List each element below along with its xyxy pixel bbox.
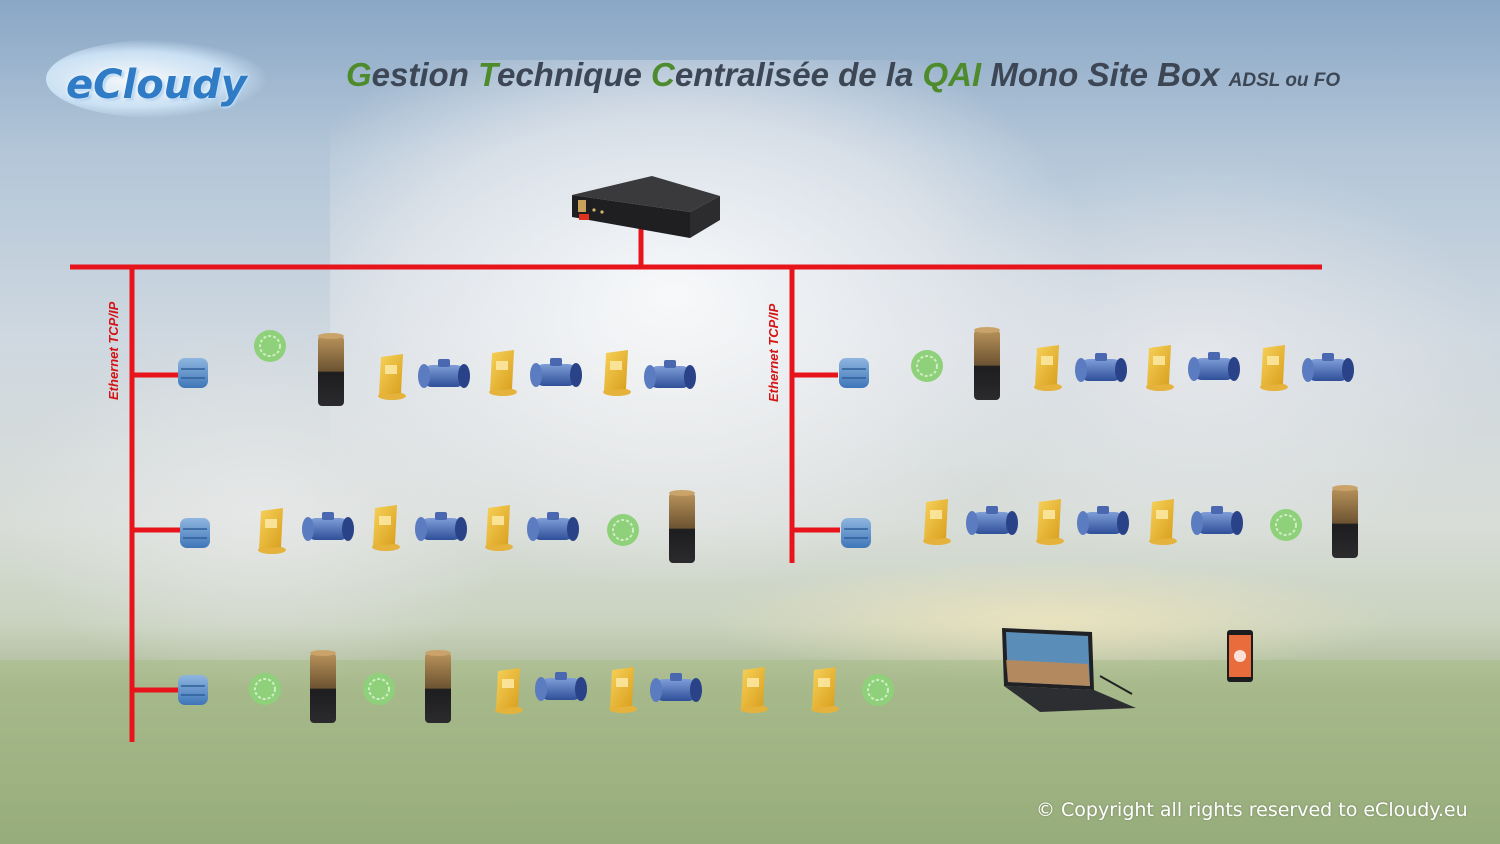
air-sensor-icon [911, 350, 943, 382]
speaker-icon [310, 650, 336, 723]
smartphone-icon [1227, 630, 1253, 682]
air-sensor-icon [862, 674, 894, 706]
duct-sensor-icon [302, 512, 354, 541]
display-icon [1146, 345, 1174, 391]
duct-sensor-icon [415, 512, 467, 541]
display-icon [495, 668, 523, 714]
air-sensor-icon [1270, 509, 1302, 541]
title-suffix: ADSL ou FO [1228, 70, 1341, 91]
air-sensor-icon [363, 673, 395, 705]
display-icon [811, 667, 839, 713]
device-layer [178, 327, 1358, 723]
speaker-icon [974, 327, 1000, 400]
display-icon [923, 499, 951, 545]
title-part: echnique [496, 56, 651, 93]
gateway-icon [178, 358, 208, 388]
duct-sensor-icon [418, 359, 470, 388]
left-ethernet-label: Ethernet TCP/IP [106, 301, 121, 400]
duct-sensor-icon [966, 506, 1018, 535]
duct-sensor-icon [1075, 353, 1127, 382]
duct-sensor-icon [644, 360, 696, 389]
duct-sensor-icon [530, 358, 582, 387]
air-sensor-icon [607, 514, 639, 546]
duct-sensor-icon [1077, 506, 1129, 535]
title-main: Gestion Technique Centralisée de la QAI … [346, 56, 1229, 93]
gateway-icon [178, 675, 208, 705]
display-icon [258, 508, 286, 554]
display-icon [1260, 345, 1288, 391]
title-part: QAI [922, 56, 982, 93]
display-icon [485, 505, 513, 551]
logo-text: eCloudy [66, 62, 247, 108]
speaker-icon [1332, 485, 1358, 558]
display-icon [609, 667, 637, 713]
duct-sensor-icon [527, 512, 579, 541]
gateway-icon [839, 358, 869, 388]
title-part: entralisée de la [674, 56, 923, 93]
speaker-icon [425, 650, 451, 723]
network-lines [70, 228, 1322, 742]
tablet-icon [1002, 628, 1136, 712]
logo-cloud-icon [46, 40, 266, 118]
ecloudy-logo: eCloudy [46, 40, 266, 118]
air-sensor-icon [254, 330, 286, 362]
title-part: G [346, 56, 372, 93]
title-part: T [478, 56, 497, 93]
page-title: Gestion Technique Centralisée de la QAI … [346, 56, 1446, 94]
display-icon [1034, 345, 1062, 391]
display-icon [489, 350, 517, 396]
duct-sensor-icon [650, 673, 702, 702]
display-icon [740, 667, 768, 713]
display-icon [1036, 499, 1064, 545]
copyright-notice: © Copyright all rights reserved to eClou… [1036, 799, 1468, 821]
duct-sensor-icon [1188, 352, 1240, 381]
display-icon [603, 350, 631, 396]
display-icon [1149, 499, 1177, 545]
title-part: C [651, 56, 675, 93]
duct-sensor-icon [535, 672, 587, 701]
router-box-icon [572, 176, 720, 238]
display-icon [378, 354, 406, 400]
speaker-icon [318, 333, 344, 406]
air-sensor-icon [249, 673, 281, 705]
right-ethernet-label: Ethernet TCP/IP [766, 303, 781, 402]
display-icon [372, 505, 400, 551]
duct-sensor-icon [1191, 506, 1243, 535]
speaker-icon [669, 490, 695, 563]
gateway-icon [180, 518, 210, 548]
gateway-icon [841, 518, 871, 548]
title-part: estion [371, 56, 479, 93]
duct-sensor-icon [1302, 353, 1354, 382]
title-part: Mono Site Box [981, 56, 1229, 93]
